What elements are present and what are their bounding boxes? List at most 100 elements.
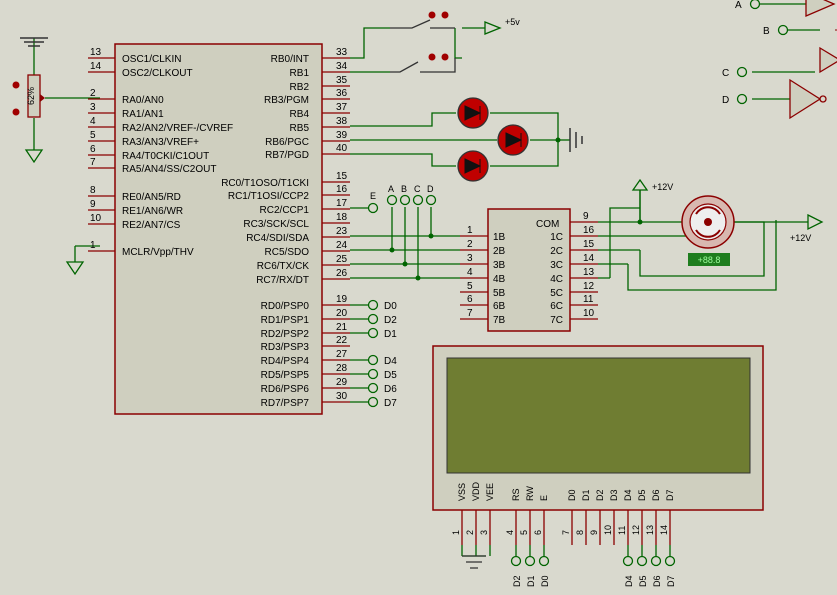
mcu-pin-name: RA4/T0CKI/C1OUT [122, 151, 209, 162]
terminal-label: D1 [384, 329, 397, 340]
driver-pin-name: 5B [493, 288, 506, 299]
lcd-pin-number: 10 [603, 525, 613, 535]
lcd-pin-number: 8 [575, 530, 585, 535]
mcu-pin-number: 39 [336, 130, 348, 141]
stepper-motor[interactable]: +88.8 [681, 195, 735, 266]
potentiometer[interactable]: 62% [12, 37, 49, 164]
terminal-label: D4 [384, 356, 397, 367]
plus5v-terminal: +5v [484, 17, 520, 35]
lcd-pin-name: D7 [665, 489, 675, 501]
mcu-pin-name: RB5 [290, 123, 310, 134]
terminal-a [386, 194, 398, 206]
lcd-pin-number: 1 [451, 530, 461, 535]
mcu-pin-number: 5 [90, 130, 96, 141]
terminal-label: D2 [512, 575, 522, 587]
mcu-pin-number: 17 [336, 198, 348, 209]
mcu-pin-name: RD2/PSP2 [261, 329, 310, 340]
mcu-pin-number: 18 [336, 212, 348, 223]
terminal-d4 [622, 555, 634, 567]
mcu-pin-number: 35 [336, 75, 348, 86]
driver-pin-number: 11 [583, 294, 594, 305]
mcu-pin-name: RE1/AN6/WR [122, 206, 183, 217]
microcontroller-ic[interactable]: 13OSC1/CLKIN14OSC2/CLKOUT2RA0/AN03RA1/AN… [88, 43, 350, 415]
lcd-pin-name: D4 [623, 489, 633, 501]
mcu-pin-number: 28 [336, 363, 348, 374]
plus12v-top-terminal: +12V [631, 178, 673, 212]
lcd-pin-name: RW [525, 486, 535, 501]
mcu-pin-name: OSC1/CLKIN [122, 54, 181, 65]
terminal-label: D6 [384, 384, 397, 395]
darlington-driver-ic[interactable]: COM 9 11B22B33B44B55B66B77B161C152C143C1… [460, 208, 598, 332]
mcu-pin-name: RC6/TX/CK [257, 261, 310, 272]
terminal-d5 [636, 555, 648, 567]
driver-pin-name: 7C [550, 315, 563, 326]
terminal-d1 [524, 555, 536, 567]
lcd-pin-name: RS [511, 488, 521, 501]
lcd-pin-name: D0 [567, 489, 577, 501]
mcu-pin-name: RC1/T1OSI/CCP2 [228, 191, 310, 202]
driver-pin-name: 1B [493, 232, 506, 243]
switch-rb1[interactable] [390, 58, 456, 73]
mcu-pin-name: RA0/AN0 [122, 95, 164, 106]
mcu-pin-number: 24 [336, 240, 348, 251]
terminal-d0 [367, 299, 379, 311]
lcd-pin-number: 4 [505, 530, 515, 535]
terminal-label: D7 [666, 575, 676, 587]
driver-pin-name: 5C [550, 288, 563, 299]
terminal-e-label: E [370, 191, 376, 201]
motor-readout: +88.8 [698, 255, 721, 265]
terminal-d4 [367, 354, 379, 366]
mcu-pin-name: RA2/AN2/VREF-/CVREF [122, 123, 233, 134]
terminal-label: D4 [624, 575, 634, 587]
lcd-pin-number: 11 [617, 526, 627, 535]
lcd-pin-number: 2 [465, 530, 475, 535]
mcu-pin-name: RB1 [290, 68, 310, 79]
driver-pin-name: 3B [493, 260, 506, 271]
ground-symbol [65, 261, 85, 276]
driver-pin-number: 10 [583, 308, 595, 319]
mcu-pin-number: 37 [336, 102, 348, 113]
driver-pin-number: 14 [583, 253, 595, 264]
mcu-pin-name: RD1/PSP1 [261, 315, 310, 326]
mcu-pin-number: 15 [336, 171, 348, 182]
mcu-pin-number: 23 [336, 226, 348, 237]
plus12v-top-label: +12V [652, 182, 673, 192]
mcu-pin-number: 30 [336, 391, 348, 402]
terminal-d2 [367, 313, 379, 325]
terminal-label: A [388, 184, 394, 194]
mcu-pin-name: RE0/AN5/RD [122, 192, 181, 203]
driver-pin-name: 2C [550, 246, 563, 257]
terminal-e: E [367, 191, 379, 214]
driver-pin-name: 2B [493, 246, 506, 257]
lcd-pin-number: 5 [519, 530, 529, 535]
lcd-display[interactable]: VSS1VDD2VEE3RS4RW5E6D07D18D29D310D411D51… [432, 345, 764, 545]
terminal-d7 [664, 555, 676, 567]
driver-pin-name: 6C [550, 301, 563, 312]
junction-dots [389, 137, 643, 281]
lcd-ground-symbol [462, 555, 486, 569]
mcu-pin-name: RB6/PGC [265, 137, 309, 148]
mcu-pin-name: RB4 [290, 109, 310, 120]
driver-pin-number: 3 [467, 253, 473, 264]
lcd-pin-number: 6 [533, 530, 543, 535]
mcu-pin-number: 33 [336, 47, 348, 58]
mcu-pin-number: 20 [336, 308, 348, 319]
mcu-pin-number: 2 [90, 88, 96, 99]
terminal-d1 [367, 327, 379, 339]
led-3 [457, 150, 489, 182]
mcu-pin-name: RC2/CCP1 [260, 205, 310, 216]
driver-pin-number: 16 [583, 225, 595, 236]
mcu-pin-name: RC0/T1OSO/T1CKI [221, 178, 309, 189]
mcu-pin-number: 6 [90, 144, 96, 155]
driver-pin-name: 3C [550, 260, 563, 271]
plus12v-right-terminal: +12V [790, 213, 824, 243]
switch-rb0[interactable] [390, 19, 455, 29]
mcu-pin-number: 7 [90, 157, 96, 168]
terminal-b [399, 194, 411, 206]
lcd-pin-name: D3 [609, 489, 619, 501]
led-2 [497, 124, 529, 156]
lcd-pin-number: 7 [561, 530, 571, 535]
